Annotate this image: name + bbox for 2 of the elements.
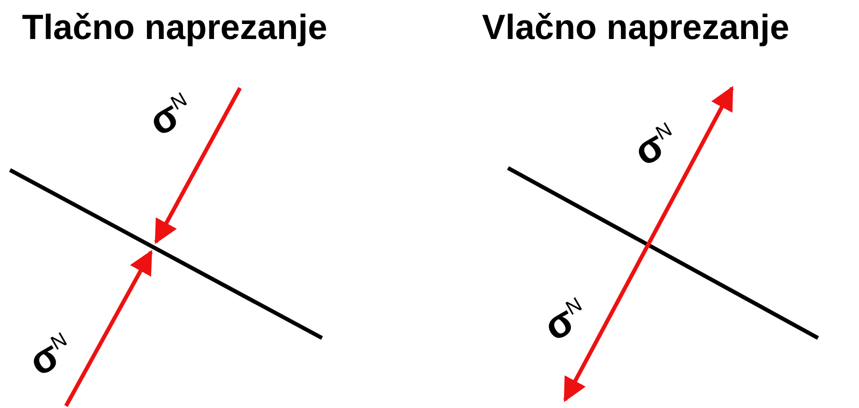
panel-heading: Tlačno naprezanje — [22, 8, 328, 48]
panel-heading: Vlačno naprezanje — [482, 8, 790, 48]
